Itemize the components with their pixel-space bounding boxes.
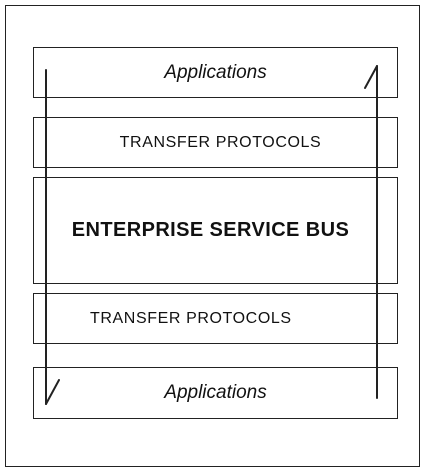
transfer-protocols-bottom-label: TRANSFER PROTOCOLS [90, 309, 292, 327]
transfer-protocols-top-label: TRANSFER PROTOCOLS [119, 133, 322, 151]
transfer-protocols-layer-bottom: TRANSFER PROTOCOLS [33, 293, 398, 344]
applications-layer-bottom: Applications [33, 367, 398, 419]
applications-top-label: Applications [164, 61, 267, 83]
transfer-protocols-layer-top: TRANSFER PROTOCOLS [33, 117, 398, 168]
esb-label: ENTERPRISE SERVICE BUS [71, 219, 350, 241]
applications-bottom-label: Applications [164, 382, 267, 403]
enterprise-service-bus-layer: ENTERPRISE SERVICE BUS [33, 177, 398, 284]
diagram-frame [5, 5, 420, 467]
applications-layer-top: Applications [33, 47, 398, 98]
